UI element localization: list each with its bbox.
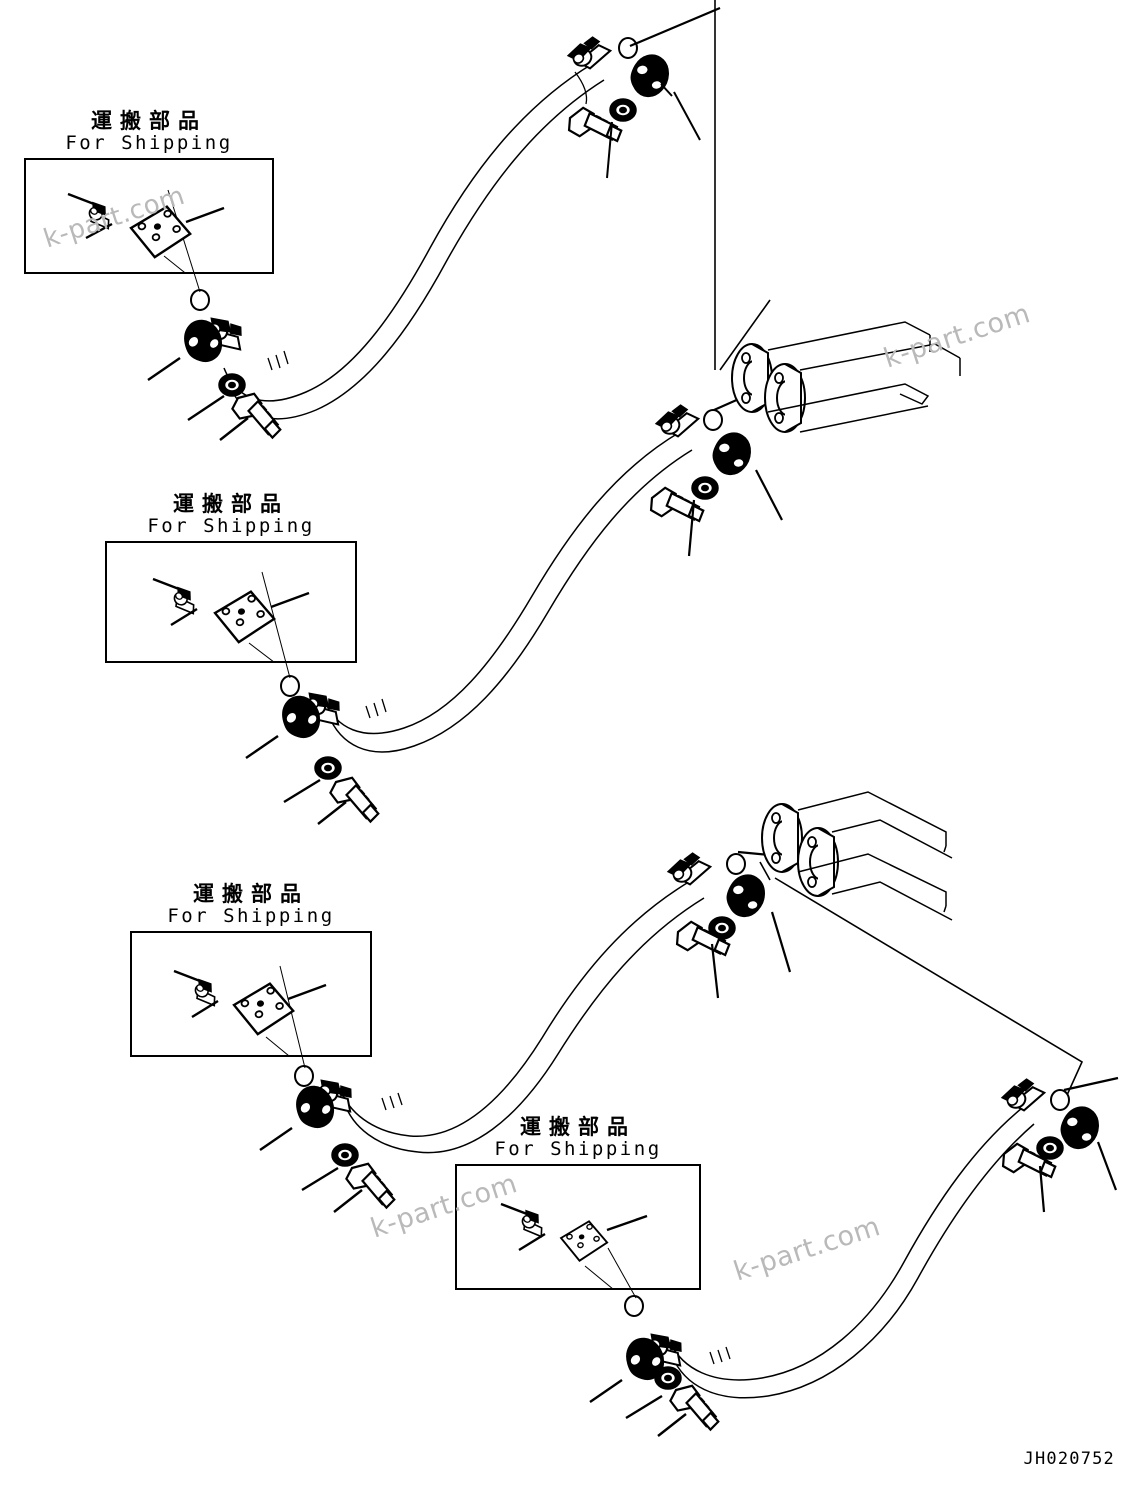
split-flange-clamp (723, 872, 769, 920)
hose-assembly-middle (323, 370, 801, 753)
washer (331, 1143, 359, 1167)
shipping-label-jp: 運搬部品 (193, 882, 309, 906)
drawing-number: JH020752 (1023, 1449, 1115, 1469)
hose-end-group-upper-left (147, 189, 290, 441)
split-flange-clamp (627, 52, 673, 100)
hose-end-fitting (652, 399, 703, 444)
shipping-detail-svg (152, 577, 310, 670)
washer (654, 1366, 682, 1390)
leader-lines (589, 1379, 687, 1437)
hose-end-fitting (998, 1073, 1049, 1118)
flange-bolt (324, 771, 388, 825)
port-pair-upper (731, 321, 961, 433)
o-ring (726, 853, 746, 875)
washer (218, 373, 246, 397)
shipping-label-jp: 運搬部品 (91, 109, 207, 133)
hose-end-fitting (664, 847, 715, 892)
shipping-detail-svg (67, 192, 225, 281)
reference-frame-lines (714, 0, 1084, 1105)
hose-end-fitting (564, 31, 615, 76)
shipping-detail-svg (500, 1202, 648, 1295)
washer (691, 476, 719, 500)
shipping-detail-box: k-part.com (24, 157, 274, 281)
shipping-detail-box (455, 1163, 701, 1295)
split-flange-clamp (1057, 1104, 1103, 1152)
o-ring (190, 289, 210, 311)
shipping-detail-box (105, 540, 357, 670)
shipping-label-en: For Shipping (494, 1138, 662, 1161)
shipping-label-4: 運搬部品 For Shipping (455, 1115, 701, 1295)
shipping-label-3: 運搬部品 For Shipping (130, 882, 372, 1066)
o-ring (703, 409, 723, 431)
o-ring (624, 1295, 644, 1317)
hose-end-group-lower-left (259, 965, 404, 1213)
shipping-detail-box (130, 930, 372, 1066)
shipping-label-en: For Shipping (147, 515, 315, 538)
shipping-label-2: 運搬部品 For Shipping (105, 492, 357, 670)
split-flange-clamp (709, 430, 755, 478)
shipping-label-en: For Shipping (167, 905, 335, 928)
leader-lines (147, 357, 249, 441)
washer (609, 98, 637, 122)
leader-lines (606, 6, 721, 179)
leader-lines (259, 1127, 363, 1213)
o-ring (618, 37, 638, 59)
flange-bolt (340, 1157, 404, 1211)
shipping-label-en: For Shipping (65, 132, 233, 155)
shipping-detail-svg (173, 969, 327, 1066)
shipping-label-jp: 運搬部品 (520, 1115, 636, 1139)
o-ring (294, 1065, 314, 1087)
port-pair-lower (761, 791, 953, 921)
hose-assembly-upper (223, 6, 721, 420)
washer (314, 756, 342, 780)
leader-lines (245, 735, 347, 825)
o-ring (1050, 1089, 1070, 1111)
shipping-label-1: 運搬部品 For Shipping k-part.com (24, 109, 274, 281)
hose-assembly-lower-right (669, 1073, 1119, 1399)
shipping-label-jp: 運搬部品 (173, 492, 289, 516)
hose-end-group-bottom-center (589, 1247, 728, 1437)
hose-end-group-middle-left (245, 571, 388, 825)
flange-bolt (226, 387, 290, 441)
leader-lines (1038, 1076, 1119, 1213)
washer (1036, 1136, 1064, 1160)
hose-assembly-lower-left (339, 847, 823, 1154)
o-ring (280, 675, 300, 697)
